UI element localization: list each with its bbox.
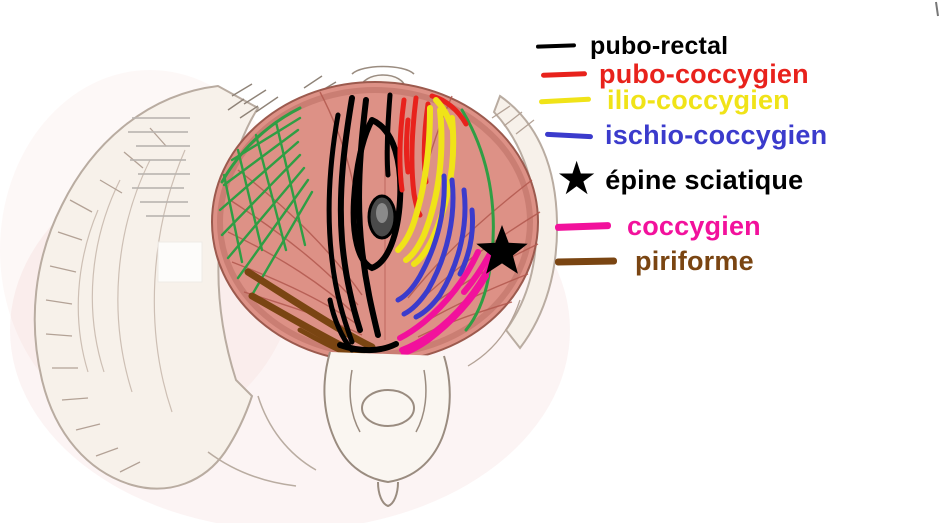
left-wing-contour-lines (77, 149, 186, 413)
left-wing-hatch-marks (45, 127, 167, 473)
sacrum-coccyx-sketch (207, 351, 451, 508)
ischio-coccygien-strokes (395, 173, 475, 320)
rectum-opening (367, 194, 397, 240)
page-corner-mark (935, 1, 939, 17)
background-text-artifact (128, 117, 203, 283)
sciatic-spine-star (476, 225, 528, 274)
right-bone-hatch-marks (467, 105, 535, 367)
